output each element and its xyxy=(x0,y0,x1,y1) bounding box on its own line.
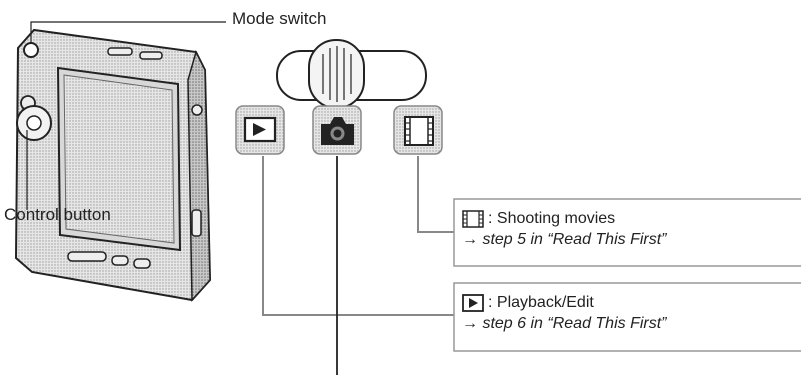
mode-switch-knob xyxy=(23,42,39,58)
movie-callout: : Shooting movies → step 5 in “Read This… xyxy=(462,210,667,249)
mode-switch-detail xyxy=(276,39,427,109)
movie-callout-reference: step 5 in “Read This First” xyxy=(482,231,667,248)
playback-callout-arrow: → xyxy=(462,315,478,332)
movie-callout-box xyxy=(453,198,801,267)
play-icon xyxy=(462,294,484,312)
camera-screen xyxy=(56,66,182,252)
playback-callout-reference: step 6 in “Read This First” xyxy=(482,315,667,332)
play-leader xyxy=(262,156,454,316)
movie-callout-title: : Shooting movies xyxy=(488,210,616,227)
film-icon xyxy=(462,210,484,228)
mode-switch-leader xyxy=(30,21,226,44)
playback-callout: : Playback/Edit → step 6 in “Read This F… xyxy=(462,294,667,333)
camera-illustration xyxy=(14,28,212,302)
control-button-label: Control button xyxy=(4,205,111,224)
play-mode-icon xyxy=(235,105,285,155)
film-leader xyxy=(417,156,454,233)
playback-callout-box xyxy=(453,282,801,352)
playback-callout-title: : Playback/Edit xyxy=(488,294,594,311)
camera-mode-icon xyxy=(312,105,362,155)
mode-switch-label: Mode switch xyxy=(232,9,327,28)
movie-callout-arrow: → xyxy=(462,231,478,248)
film-mode-icon xyxy=(393,105,443,155)
control-button xyxy=(16,105,52,141)
